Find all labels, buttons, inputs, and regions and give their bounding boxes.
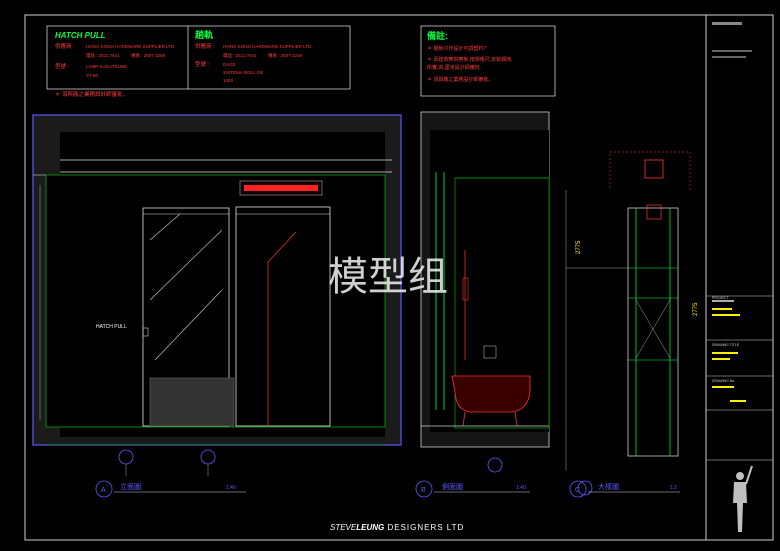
- front-section-bubble: [95, 480, 113, 498]
- sheet-border: [24, 14, 774, 541]
- detail-section-letter: C: [575, 487, 580, 494]
- dim-left: 2775: [576, 240, 582, 254]
- track-model-desc: SISTEMA ROLL-GE: [223, 70, 264, 75]
- hatch-pull-tag: HATCH PULL: [96, 324, 127, 330]
- remark-2: ＊ 承建商應供應板,按規格尺,安裝細節,: [427, 56, 513, 63]
- hatch-pull-title: HATCH PULL: [55, 31, 106, 40]
- remark-3: 所實,高,厘米設計師審批.: [427, 64, 481, 71]
- detail-title: 大樣圖: [598, 482, 619, 491]
- front-elevation: [32, 114, 402, 476]
- drawing-no-label: DRAWING No.: [712, 379, 735, 383]
- side-elevation: [420, 111, 550, 473]
- track-model-code: 1400: [223, 78, 234, 83]
- front-title: 立面圖: [120, 482, 141, 491]
- footer-brand: STEVELEUNG DESIGNERS LTD: [330, 523, 464, 532]
- side-section-bubble: [415, 480, 433, 498]
- track-phone: 電話 : 2511 7641: [223, 52, 257, 59]
- remarks-title: 備註:: [427, 30, 448, 41]
- hatch-pull-fax: 傳真 : 2507 3259: [131, 52, 166, 59]
- remark-1: ＊ 層板只作設計可調塑料?: [427, 45, 486, 52]
- remarks-box: [420, 25, 556, 97]
- track-fax: 傳真 : 2507 3259: [268, 52, 303, 59]
- brand-designers: DESIGNERS LTD: [384, 523, 464, 532]
- detail-drawing: [565, 151, 691, 496]
- dim-right: 2775: [693, 302, 699, 316]
- project-label: PROJECT: [712, 296, 729, 300]
- side-section-letter: B: [421, 487, 426, 494]
- track-supplier: HONG KONG HARDWARE SUPPLIER LTD: [223, 44, 312, 49]
- hatch-pull-model-code: ST-80: [86, 73, 99, 78]
- drawing-title-label: DRAWING TITLE: [712, 343, 740, 347]
- front-scale: 1:40: [226, 485, 236, 491]
- track-model-label: 型號 :: [195, 60, 210, 68]
- brand-steve: STEVE: [330, 523, 357, 532]
- brand-leung: LEUNG: [356, 523, 384, 532]
- left-note: ＊ 須與廠之業務設計師審批。: [55, 90, 128, 98]
- title-block: [706, 22, 773, 461]
- detail-scale: 1:2: [670, 485, 677, 491]
- front-section-letter: A: [101, 487, 106, 494]
- side-title: 側面圖: [442, 482, 463, 491]
- modulor-figure: [733, 465, 753, 532]
- hatch-pull-supplier-label: 供應商 :: [55, 42, 75, 50]
- watermark: 模型组: [328, 255, 448, 299]
- hatch-pull-model-label: 型號 :: [55, 62, 70, 70]
- track-supplier-label: 供應商 :: [195, 42, 215, 50]
- track-title: 趟軌: [194, 29, 213, 40]
- hatch-pull-supplier: HONG KONG HARDWARE SUPPLIER LTD: [86, 44, 175, 49]
- side-scale: 1:40: [516, 485, 526, 491]
- hatch-pull-phone: 電話 : 2511 7641: [86, 52, 120, 59]
- remark-4: ＊ 須與廠之業務設計師審批。: [427, 76, 493, 83]
- detail-section-bubble: [569, 480, 587, 498]
- spec-box: [46, 25, 351, 90]
- hatch-pull-model: LAMP SUGATSUNE: [86, 64, 127, 69]
- track-model: DAGE: [223, 62, 236, 67]
